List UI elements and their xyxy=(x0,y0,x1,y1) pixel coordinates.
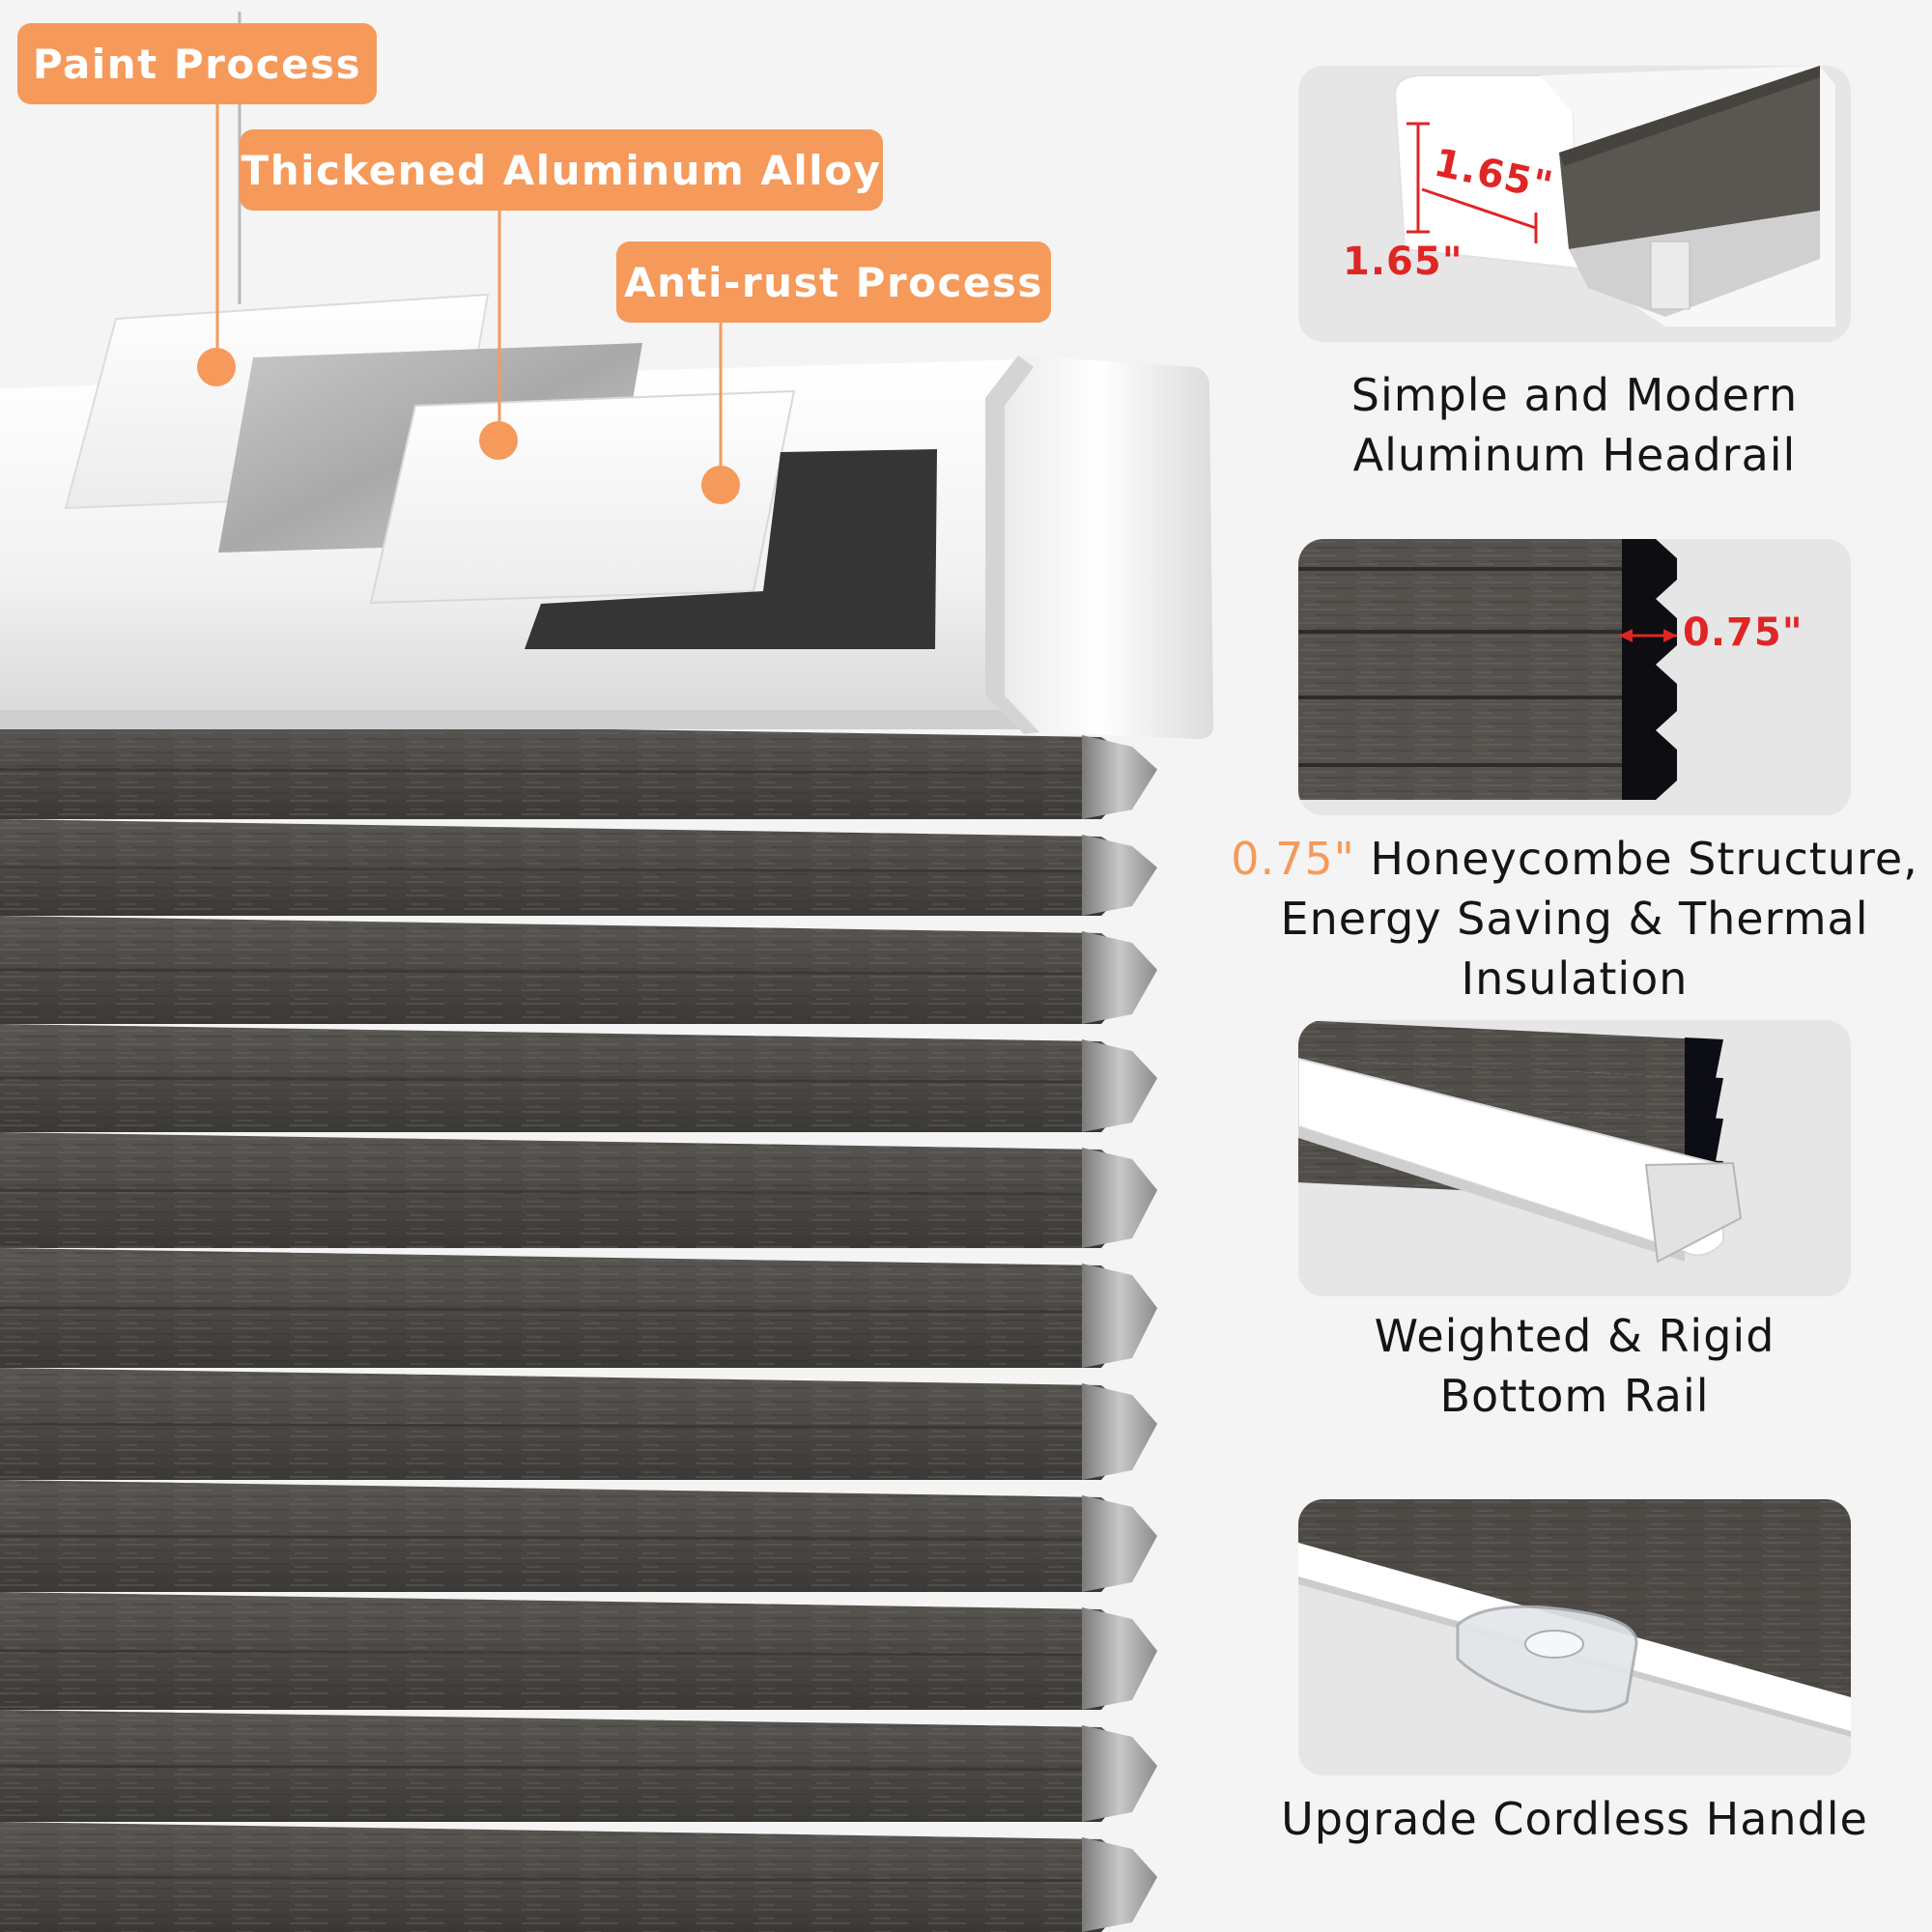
cell-size-label: 0.75" xyxy=(1683,611,1804,655)
anti-rust-label: Anti-rust Process xyxy=(616,242,1051,323)
antirust-marker-dot xyxy=(701,466,740,504)
headrail-caption: Simple and Modern Aluminum Headrail xyxy=(1350,369,1799,481)
bottom-rail-caption: Weighted & Rigid Bottom Rail xyxy=(1374,1310,1776,1422)
honeycomb-detail-image: 0.75" xyxy=(1298,539,1851,815)
cell-size-accent: 0.75" xyxy=(1231,833,1355,885)
inner-channel xyxy=(525,449,937,649)
fabric-pleats xyxy=(0,720,1157,1932)
aluminum-marker-dot xyxy=(479,421,518,460)
cordless-handle-detail-image xyxy=(1298,1499,1851,1776)
headrail-end-cap xyxy=(985,355,1213,739)
paint-marker-dot xyxy=(197,348,236,386)
paint-process-label: Paint Process xyxy=(17,23,377,104)
aluminum-alloy-label: Thickened Aluminum Alloy xyxy=(240,129,883,211)
honeycomb-caption: 0.75" Honeycombe Structure, Energy Savin… xyxy=(1231,833,1918,1005)
cordless-handle-caption: Upgrade Cordless Handle xyxy=(1281,1793,1868,1845)
cellular-shade-image xyxy=(0,12,1213,1932)
bottom-rail-detail-image xyxy=(1298,1020,1851,1296)
anti-rust-layer xyxy=(369,389,796,605)
headrail-detail-image: 1.65" 1.65" xyxy=(1298,66,1851,342)
headrail-height-label: 1.65" xyxy=(1343,240,1463,284)
